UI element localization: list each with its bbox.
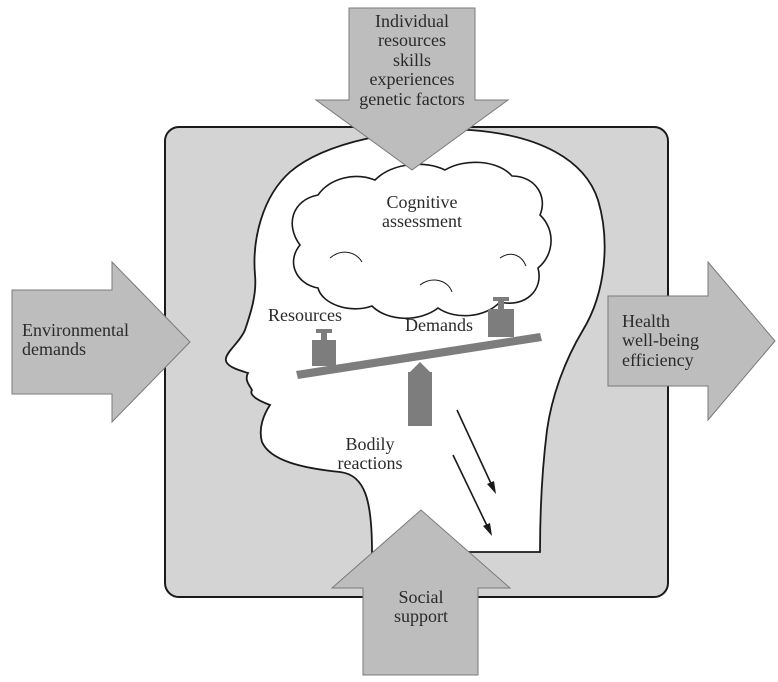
scale-beam	[296, 333, 542, 379]
left-arrow-line: demands	[22, 339, 86, 360]
scale-fulcrum-top	[408, 362, 432, 374]
brain-fold	[499, 253, 527, 267]
bodily-line: reactions	[337, 453, 403, 474]
right-arrow-line: Health	[622, 311, 670, 331]
bodily-reactions-label: Bodily reactions	[320, 434, 420, 474]
brain-fold	[329, 251, 363, 263]
left-arrow-line: Environmental	[22, 320, 129, 340]
right-arrow-label: Health well-being efficiency	[622, 311, 742, 370]
demands-weight	[488, 309, 514, 337]
cognitive-line: assessment	[382, 211, 462, 232]
top-arrow-line: skills	[392, 49, 431, 70]
bodily-arrowhead-1	[487, 481, 496, 494]
resources-weight	[312, 340, 336, 366]
right-arrow	[607, 260, 776, 422]
top-arrow-line: genetic factors	[359, 88, 465, 109]
top-arrow-line: Individual	[375, 11, 449, 31]
left-arrow-label: Environmental demands	[22, 320, 162, 360]
cognitive-line: Cognitive	[386, 192, 458, 212]
brain-outline	[291, 161, 552, 319]
right-arrow-line: well-being	[622, 330, 699, 351]
cognitive-assessment-label: Cognitive assessment	[362, 192, 482, 232]
demands-weight-handle	[493, 297, 509, 301]
bodily-line: Bodily	[345, 434, 395, 454]
bottom-arrow-line: Social	[398, 587, 444, 607]
top-arrow-line: experiences	[369, 69, 455, 90]
resources-weight-neck	[321, 332, 327, 341]
resources-weight-handle	[316, 329, 332, 333]
top-arrow-label: Individual resources skills experiences …	[335, 11, 489, 109]
bottom-arrow-line: support	[394, 606, 448, 627]
right-arrow-line: efficiency	[622, 349, 694, 370]
bottom-arrow-label: Social support	[368, 587, 474, 627]
bodily-arrowhead-2	[483, 523, 492, 536]
bottom-arrow	[330, 509, 512, 676]
top-arrow-line: resources	[378, 30, 446, 51]
bodily-arrow-1	[456, 409, 495, 491]
demands-label: Demands	[405, 315, 473, 335]
top-arrow	[314, 7, 510, 171]
left-arrow	[11, 260, 191, 424]
brain-fold	[419, 279, 453, 293]
bodily-arrow-2	[452, 454, 491, 533]
resources-label: Resources	[268, 305, 342, 325]
scale-fulcrum	[408, 372, 432, 426]
demands-weight-neck	[498, 300, 504, 310]
